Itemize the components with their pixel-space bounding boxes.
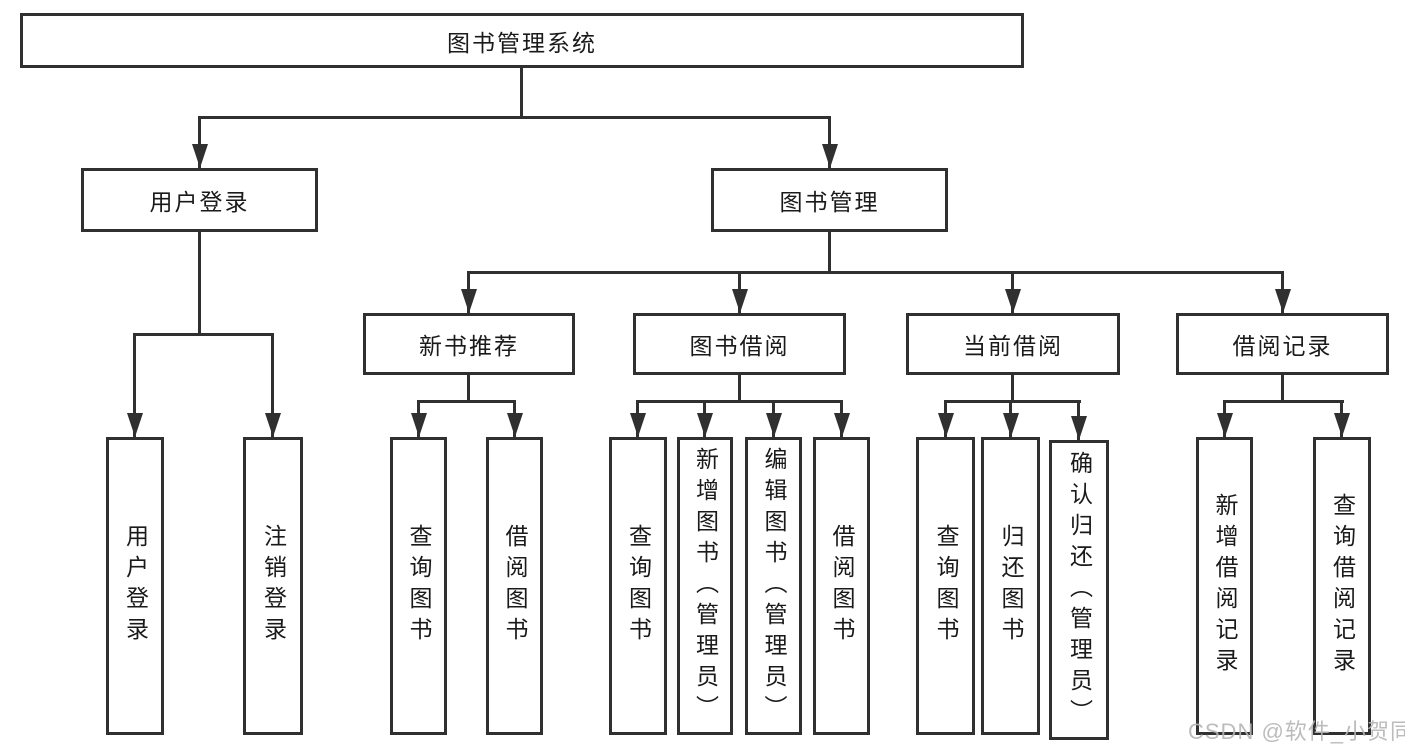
arrow-down-icon: [840, 402, 843, 437]
leaf-return-books: 归还图书: [981, 437, 1040, 735]
leaf-query-books-current: 查询图书: [916, 437, 975, 735]
connector-line: [467, 271, 1284, 274]
arrow-down-icon: [513, 402, 516, 437]
connector-line: [738, 375, 741, 402]
connector-line: [1223, 400, 1344, 403]
arrow-down-icon: [828, 118, 831, 168]
node-current-borrowing: 当前借阅: [906, 313, 1120, 375]
connector-line: [467, 375, 470, 402]
connector-line: [520, 68, 523, 118]
node-book-borrowing: 图书借阅: [633, 313, 846, 375]
arrow-down-icon: [1340, 402, 1343, 437]
arrow-down-icon: [772, 402, 775, 437]
arrow-down-icon: [417, 402, 420, 437]
connector-line: [198, 116, 831, 119]
leaf-confirm-return-admin: 确认归还（管理员）: [1049, 440, 1109, 740]
leaf-user-login: 用户登录: [106, 437, 164, 735]
arrow-down-icon: [1223, 402, 1226, 437]
connector-line: [1011, 375, 1014, 402]
connector-line: [133, 333, 274, 336]
leaf-query-borrow-record: 查询借阅记录: [1313, 437, 1371, 735]
connector-line: [417, 400, 516, 403]
connector-line: [944, 400, 1081, 403]
connector-line: [198, 232, 201, 335]
arrow-down-icon: [271, 335, 274, 437]
arrow-down-icon: [467, 273, 470, 313]
arrow-down-icon: [738, 273, 741, 313]
connector-line: [1281, 375, 1284, 402]
leaf-add-borrow-record: 新增借阅记录: [1196, 437, 1253, 735]
node-user-login: 用户登录: [81, 168, 318, 232]
arrow-down-icon: [1009, 402, 1012, 437]
arrow-down-icon: [198, 118, 201, 168]
watermark: CSDN @软件_小贺同学: [1188, 719, 1405, 744]
arrow-down-icon: [1011, 273, 1014, 313]
arrow-down-icon: [1281, 273, 1284, 313]
connector-line: [636, 400, 843, 403]
leaf-query-books-borrowing: 查询图书: [609, 437, 667, 735]
arrow-down-icon: [133, 335, 136, 437]
node-borrowing-records: 借阅记录: [1176, 313, 1389, 375]
arrow-down-icon: [944, 402, 947, 437]
leaf-logout-login: 注销登录: [243, 437, 303, 735]
connector-line: [828, 232, 831, 273]
node-book-management: 图书管理: [711, 168, 948, 232]
node-new-book-recommendation: 新书推荐: [363, 313, 575, 375]
leaf-query-books-recommend: 查询图书: [390, 437, 447, 735]
arrow-down-icon: [1077, 402, 1080, 440]
leaf-edit-books-admin: 编辑图书（管理员）: [745, 437, 802, 735]
node-root: 图书管理系统: [20, 13, 1024, 68]
leaf-borrow-books-recommend: 借阅图书: [486, 437, 543, 735]
leaf-borrow-books-borrowing: 借阅图书: [813, 437, 870, 735]
arrow-down-icon: [703, 402, 706, 437]
arrow-down-icon: [636, 402, 639, 437]
leaf-add-books-admin: 新增图书（管理员）: [677, 437, 733, 735]
